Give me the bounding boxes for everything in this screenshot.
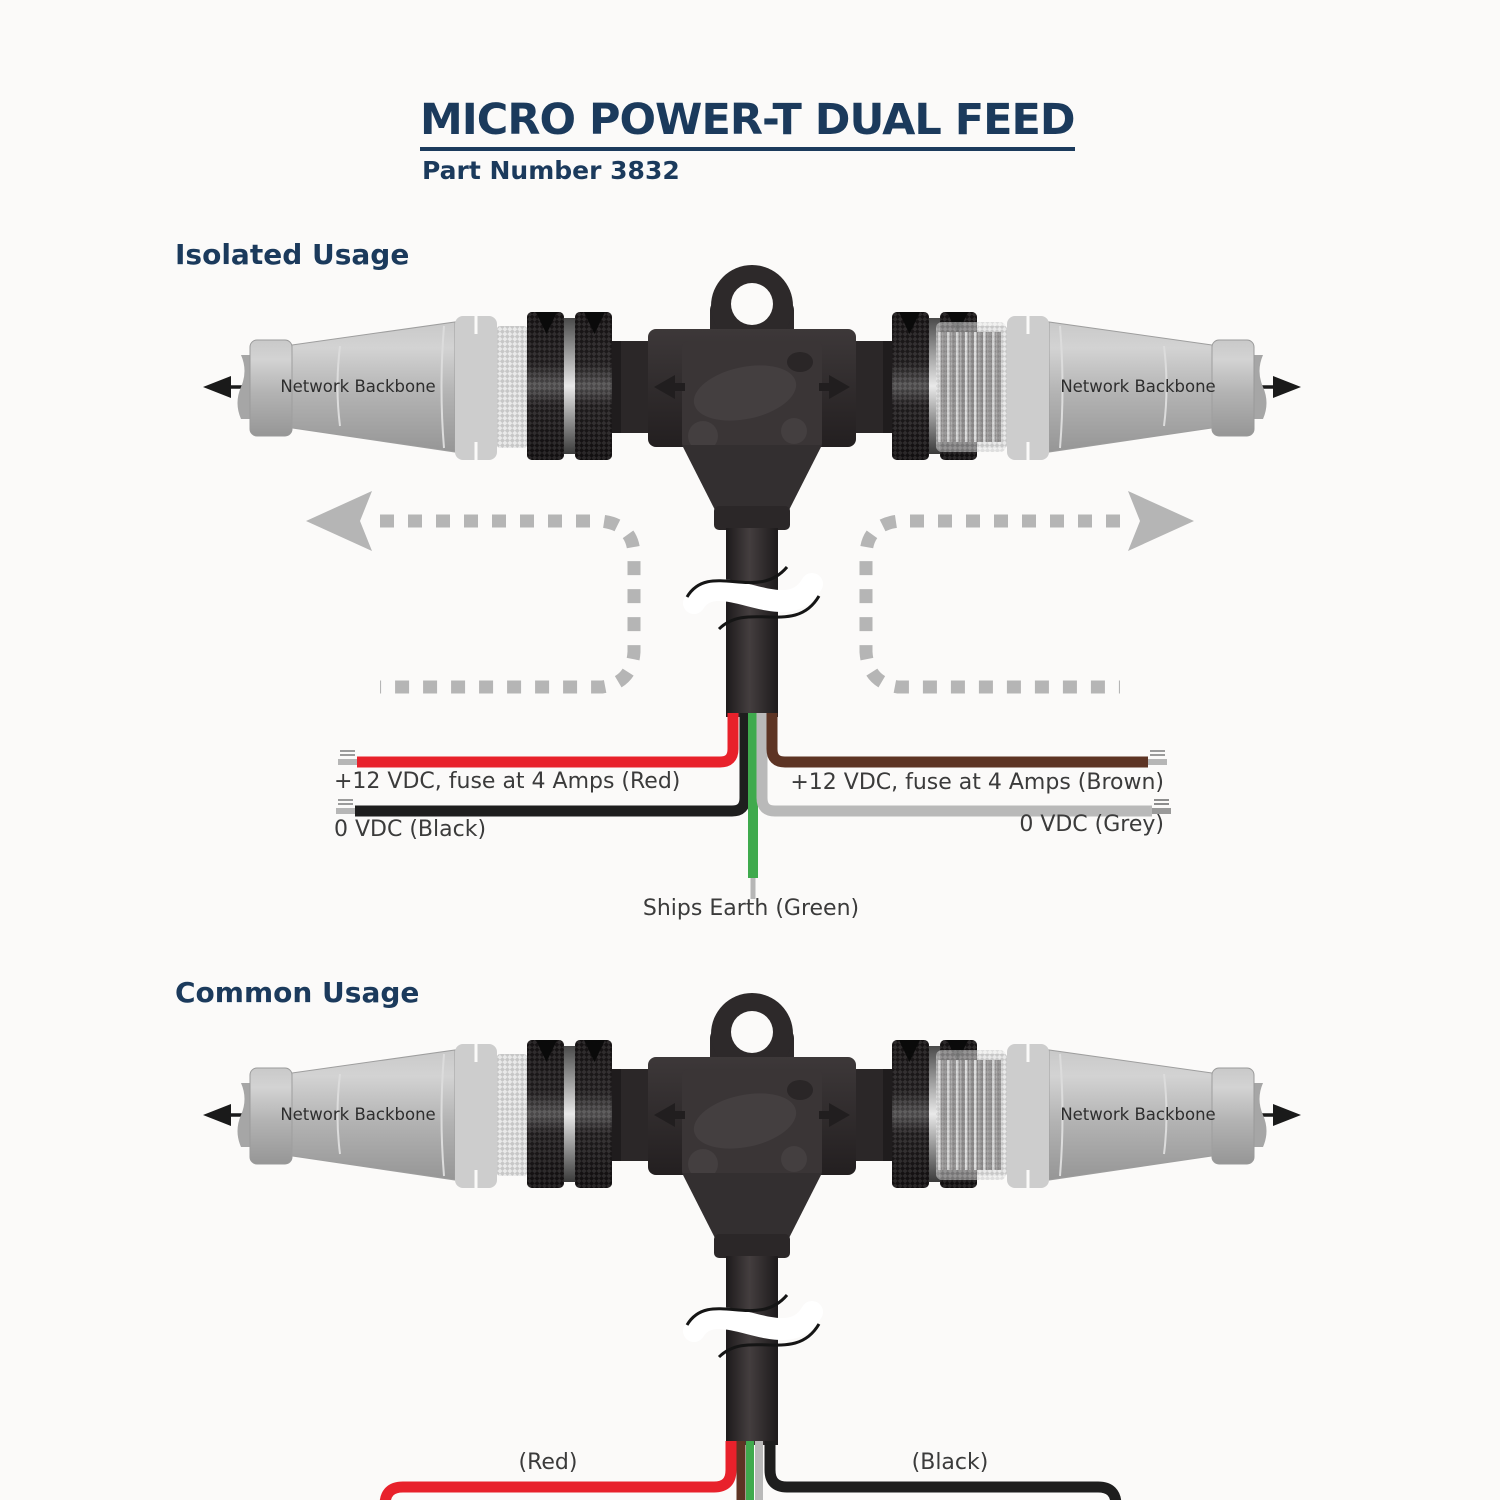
isolated-flow-arrows — [306, 491, 1194, 694]
wire-black — [355, 713, 751, 817]
label-brown-isolated: +12 VDC, fuse at 4 Amps (Brown) — [790, 770, 1164, 795]
label-black-common: (Black) — [911, 1450, 989, 1475]
isolated-wires — [336, 713, 1171, 899]
page-title: MICRO POWER-T DUAL FEED — [420, 97, 1076, 152]
backbone-label-right-common: Network Backbone — [1060, 1105, 1216, 1124]
common-usage-heading: Common Usage — [175, 976, 420, 1009]
part-number: Part Number 3832 — [422, 156, 680, 185]
wire-red — [357, 713, 739, 768]
flow-arrowhead-right — [1128, 491, 1194, 551]
backbone-label-left: Network Backbone — [280, 377, 436, 396]
flow-arrowhead-left — [306, 491, 372, 551]
backbone-label-right: Network Backbone — [1060, 377, 1216, 396]
label-black-isolated: 0 VDC (Black) — [334, 817, 487, 842]
label-red-common: (Red) — [518, 1450, 578, 1475]
label-grey-isolated: 0 VDC (Grey) — [1019, 812, 1164, 837]
flow-path-left — [380, 514, 641, 694]
isolated-connector — [203, 265, 1301, 717]
wire-black — [764, 1441, 1122, 1500]
flow-path-right — [859, 514, 1120, 694]
label-green-isolated: Ships Earth (Green) — [642, 896, 860, 921]
wire-brown — [766, 713, 1148, 768]
label-red-isolated: +12 VDC, fuse at 4 Amps (Red) — [334, 769, 681, 794]
common-connector — [203, 993, 1301, 1445]
backbone-label-left-common: Network Backbone — [280, 1105, 436, 1124]
wire-grey — [756, 713, 1152, 817]
wire-red — [379, 1441, 737, 1500]
isolated-usage-heading: Isolated Usage — [175, 238, 410, 271]
common-wires — [379, 1441, 1122, 1500]
